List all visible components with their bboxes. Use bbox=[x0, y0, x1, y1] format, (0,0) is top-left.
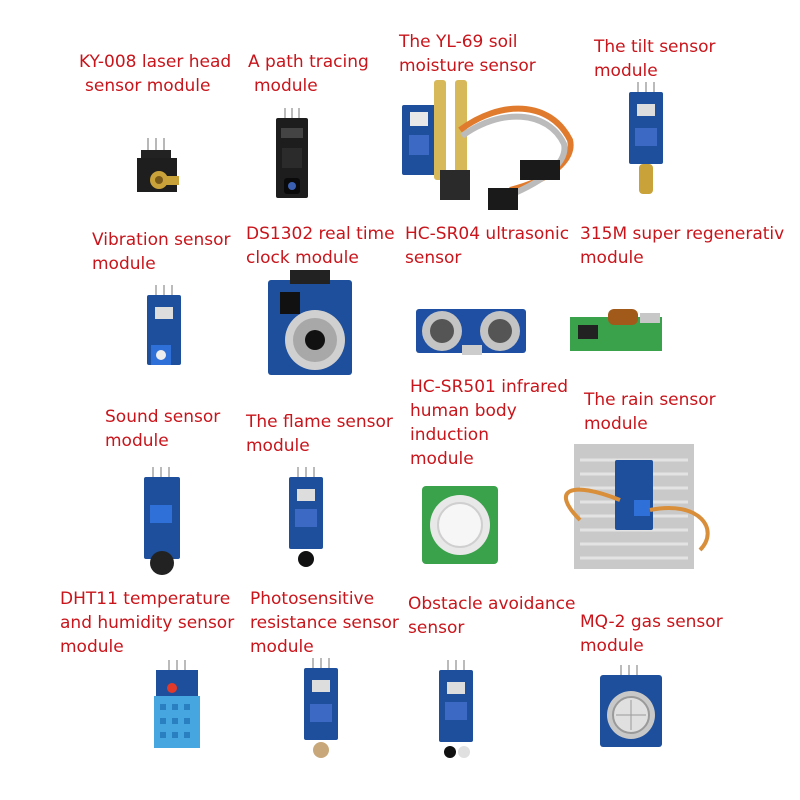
label-rtc: DS1302 real time clock module bbox=[246, 224, 395, 268]
label-flame: The flame sensor module bbox=[246, 412, 393, 456]
label-photoresistor: Photosensitive resistance sensor module bbox=[250, 589, 399, 657]
label-laser: KY-008 laser head sensor module bbox=[79, 52, 232, 96]
gas-sensor-icon bbox=[596, 665, 666, 750]
label-pir: HC-SR501 infrared human body induction m… bbox=[410, 377, 568, 469]
label-ultrasonic: HC-SR04 ultrasonic sensor bbox=[405, 224, 570, 268]
tilt-sensor-icon bbox=[625, 82, 670, 202]
obstacle-sensor-icon bbox=[435, 660, 480, 770]
label-gas: MQ-2 gas sensor module bbox=[580, 612, 723, 656]
ultrasonic-sensor-icon bbox=[414, 305, 529, 360]
sound-sensor-icon bbox=[138, 467, 188, 577]
label-soil: The YL-69 soil moisture sensor bbox=[399, 32, 536, 76]
label-sound: Sound sensor module bbox=[105, 407, 221, 451]
label-tracing: A path tracing module bbox=[248, 52, 369, 96]
label-dht11: DHT11 temperature and humidity sensor mo… bbox=[60, 589, 235, 657]
vibration-sensor-icon bbox=[143, 285, 188, 375]
label-rf: 315M super regenerativ module bbox=[580, 224, 785, 268]
rtc-module-icon bbox=[260, 270, 360, 380]
soil-moisture-sensor-icon bbox=[400, 80, 580, 215]
label-rain: The rain sensor module bbox=[584, 390, 716, 434]
label-tilt: The tilt sensor module bbox=[594, 37, 716, 81]
tracing-module-icon bbox=[272, 108, 312, 203]
rain-sensor-icon bbox=[560, 440, 720, 575]
flame-sensor-icon bbox=[285, 467, 330, 577]
label-obstacle: Obstacle avoidance sensor bbox=[408, 594, 576, 638]
dht11-sensor-icon bbox=[148, 660, 203, 750]
rf-receiver-icon bbox=[568, 305, 668, 355]
laser-module-icon bbox=[135, 138, 185, 198]
label-vibration: Vibration sensor module bbox=[92, 230, 231, 274]
pir-sensor-icon bbox=[420, 480, 500, 570]
photoresistor-sensor-icon bbox=[300, 658, 345, 768]
